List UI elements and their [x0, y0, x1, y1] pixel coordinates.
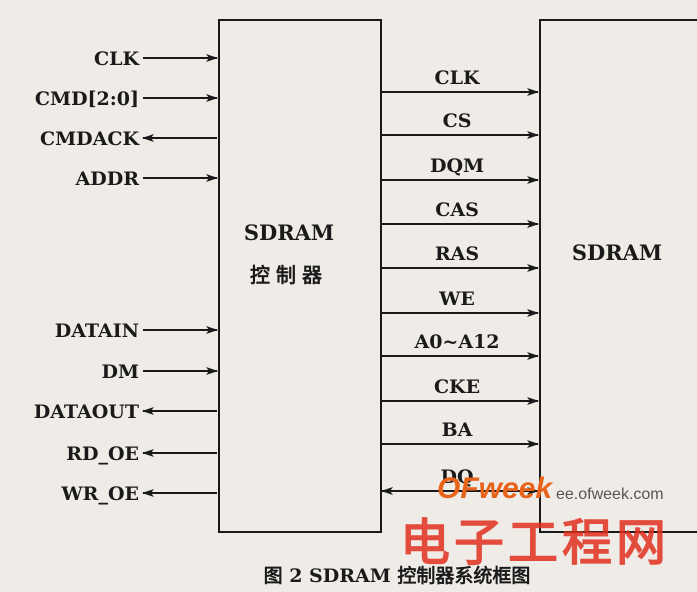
right-signal-label: DQ: [440, 466, 473, 488]
right-signal-label: CKE: [434, 376, 480, 398]
left-signal-label: RD_OE: [66, 443, 139, 465]
right-signal-label: CAS: [435, 199, 479, 221]
watermark-brand: 电子工程网: [400, 514, 670, 572]
left-signal-label: DATAIN: [55, 320, 139, 342]
memory-name: SDRAM: [572, 240, 662, 265]
left-signal-label: WR_OE: [60, 483, 139, 505]
right-signal-label: RAS: [435, 243, 479, 265]
right-signal-label: CS: [443, 110, 472, 132]
right-signal-label: DQM: [430, 155, 484, 177]
left-signal-label: DM: [101, 361, 139, 383]
controller-name: SDRAM: [244, 220, 334, 245]
left-signal-label: ADDR: [75, 168, 140, 190]
right-signal-label: WE: [438, 288, 475, 310]
controller-block: [218, 19, 382, 533]
left-signal-group: CLK CMD[2:0] CMDACK ADDR DATAIN DM DATAOUT RD_O…: [34, 48, 218, 505]
left-signal-label: CMDACK: [40, 128, 140, 150]
right-signal-label: BA: [442, 419, 473, 441]
watermark-logo: OFweek: [437, 472, 553, 505]
right-signal-label: A0~A12: [413, 331, 499, 353]
left-signal-label: CLK: [94, 48, 140, 70]
figure-caption: 图 2 SDRAM 控制器系统框图: [264, 564, 531, 587]
memory-block: [539, 19, 697, 533]
controller-subtitle: 控制器: [250, 263, 328, 287]
left-signal-label: DATAOUT: [34, 401, 139, 423]
right-signal-label: CLK: [435, 67, 481, 89]
left-signal-label: CMD[2:0]: [35, 88, 139, 110]
watermark-site: ee.ofweek.com: [556, 486, 664, 503]
